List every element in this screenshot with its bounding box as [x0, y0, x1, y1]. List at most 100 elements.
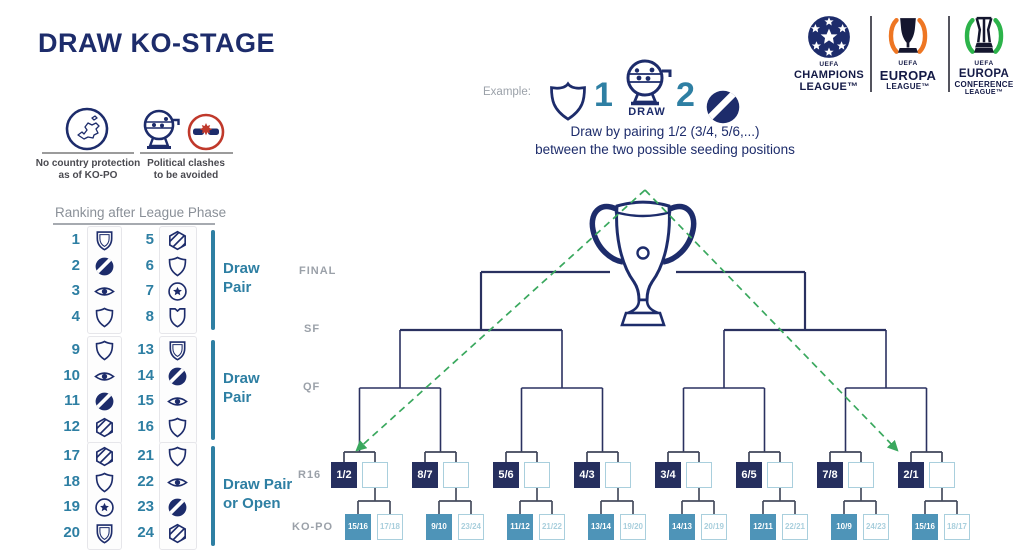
rank-number: 1: [71, 231, 80, 248]
uecl-name-line1: EUROPA: [958, 68, 1010, 80]
ranking-underline: [53, 223, 215, 225]
badge-column-frame: [159, 442, 197, 550]
rank-number: 10: [63, 366, 80, 384]
draw-pot-icon-small: [143, 109, 180, 149]
europe-map-icon: [65, 107, 109, 151]
kopo-seeded-pair: 10/9: [831, 514, 857, 540]
rank-number: 4: [71, 307, 80, 325]
badge-column-frame: [159, 226, 197, 334]
rank-number: 11: [64, 392, 80, 409]
rank-number: 21: [137, 447, 154, 464]
conference-league-trophy-icon: [964, 16, 1004, 54]
example-caption-line2: between the two possible seeding positio…: [535, 142, 795, 157]
legend-divider: [140, 152, 233, 154]
kopo-open-pair: 21/22: [539, 514, 565, 540]
uecl-uefa-text: UEFA: [974, 60, 994, 67]
ranking-heading: Ranking after League Phase: [55, 205, 227, 220]
r16-seeded-pair: 6/5: [736, 462, 762, 488]
kopo-open-pair: 22/21: [782, 514, 808, 540]
kopo-seeded-pair: 15/16: [345, 514, 371, 540]
club-shield-icon: [550, 81, 586, 121]
ucl-uefa-text: UEFA: [819, 61, 839, 68]
rank-number: 7: [145, 282, 154, 299]
r16-seeded-pair: 4/3: [574, 462, 600, 488]
example-caption-line1: Draw by pairing 1/2 (3/4, 5/6,...): [570, 124, 760, 139]
rank-number: 23: [137, 498, 154, 515]
seed-position-1: 1: [594, 76, 613, 114]
rank-number: 20: [63, 523, 80, 541]
champions-trophy-graphic: [589, 200, 697, 327]
kopo-seeded-pair: 11/12: [507, 514, 533, 540]
seed-position-2: 2: [676, 76, 695, 114]
badge-column-frame: [87, 226, 122, 334]
bracket-row-label-final: FINAL: [299, 265, 337, 277]
uel-uefa-text: UEFA: [898, 60, 918, 67]
kopo-open-pair: 23/24: [458, 514, 484, 540]
rank-number: 6: [145, 256, 154, 274]
rank-number: 15: [137, 392, 154, 409]
kopo-open-pair: 18/17: [944, 514, 970, 540]
legend-political-label: Political clashes to be avoided: [147, 158, 225, 181]
r16-open-slot: [929, 462, 955, 488]
badge-column-frame: [87, 336, 122, 444]
r16-seeded-pair: 1/2: [331, 462, 357, 488]
r16-open-slot: [524, 462, 550, 488]
kopo-seeded-pair: 9/10: [426, 514, 452, 540]
r16-open-slot: [686, 462, 712, 488]
bracket-row-label-r16: R16: [298, 469, 322, 481]
example-label: Example:: [483, 86, 531, 98]
bracket-row-label-qf: QF: [303, 381, 321, 393]
r16-open-slot: [443, 462, 469, 488]
badge-column-frame: [159, 336, 197, 444]
legend-country-label: No country protection as of KO-PO: [35, 158, 141, 181]
logo-separator: [948, 16, 950, 92]
r16-open-slot: [362, 462, 388, 488]
kopo-seeded-pair: 13/14: [588, 514, 614, 540]
kopo-open-pair: 17/18: [377, 514, 403, 540]
rank-number: 13: [137, 341, 154, 358]
bracket-row-label-sf: SF: [304, 323, 321, 335]
kopo-open-pair: 24/23: [863, 514, 889, 540]
r16-seeded-pair: 3/4: [655, 462, 681, 488]
uel-name-line2: LEAGUE™: [886, 82, 930, 91]
ucl-name-line1: CHAMPIONS: [794, 69, 864, 81]
uel-name-line1: EUROPA: [879, 68, 937, 83]
kopo-seeded-pair: 14/13: [669, 514, 695, 540]
champions-league-starball-icon: [808, 16, 850, 58]
political-clash-icon: [187, 113, 225, 151]
draw-path-arrows: [355, 189, 899, 452]
uecl-name-line3: LEAGUE™: [964, 89, 1004, 96]
r16-seeded-pair: 8/7: [412, 462, 438, 488]
rank-number: 17: [63, 447, 80, 464]
ucl-name-line2: LEAGUE™: [799, 81, 859, 93]
rank-number: 14: [137, 366, 154, 384]
competition-logos: UEFA CHAMPIONS LEAGUE™ UEFA EUROPA LEAGU…: [790, 10, 1018, 98]
r16-open-slot: [848, 462, 874, 488]
rank-number: 3: [71, 282, 80, 299]
rank-number: 19: [63, 498, 80, 515]
rank-number: 16: [137, 417, 154, 435]
rank-number: 12: [63, 417, 80, 435]
logo-separator: [870, 16, 872, 92]
rank-number: 8: [145, 307, 154, 325]
bracket-row-label-kopo: KO-PO: [292, 521, 334, 533]
rank-number: 9: [71, 341, 80, 358]
page-title: DRAW KO-STAGE: [38, 28, 275, 58]
draw-label: DRAW: [628, 106, 666, 118]
group-bracket-bar: [211, 340, 215, 440]
legend-divider: [42, 152, 134, 154]
r16-open-slot: [767, 462, 793, 488]
draw-pot-icon: [626, 59, 672, 106]
r16-open-slot: [605, 462, 631, 488]
badge-column-frame: [87, 442, 122, 550]
group-bracket-bar: [211, 230, 215, 330]
rank-number: 5: [145, 231, 154, 248]
r16-seeded-pair: 2/1: [898, 462, 924, 488]
rank-number: 24: [137, 523, 154, 541]
